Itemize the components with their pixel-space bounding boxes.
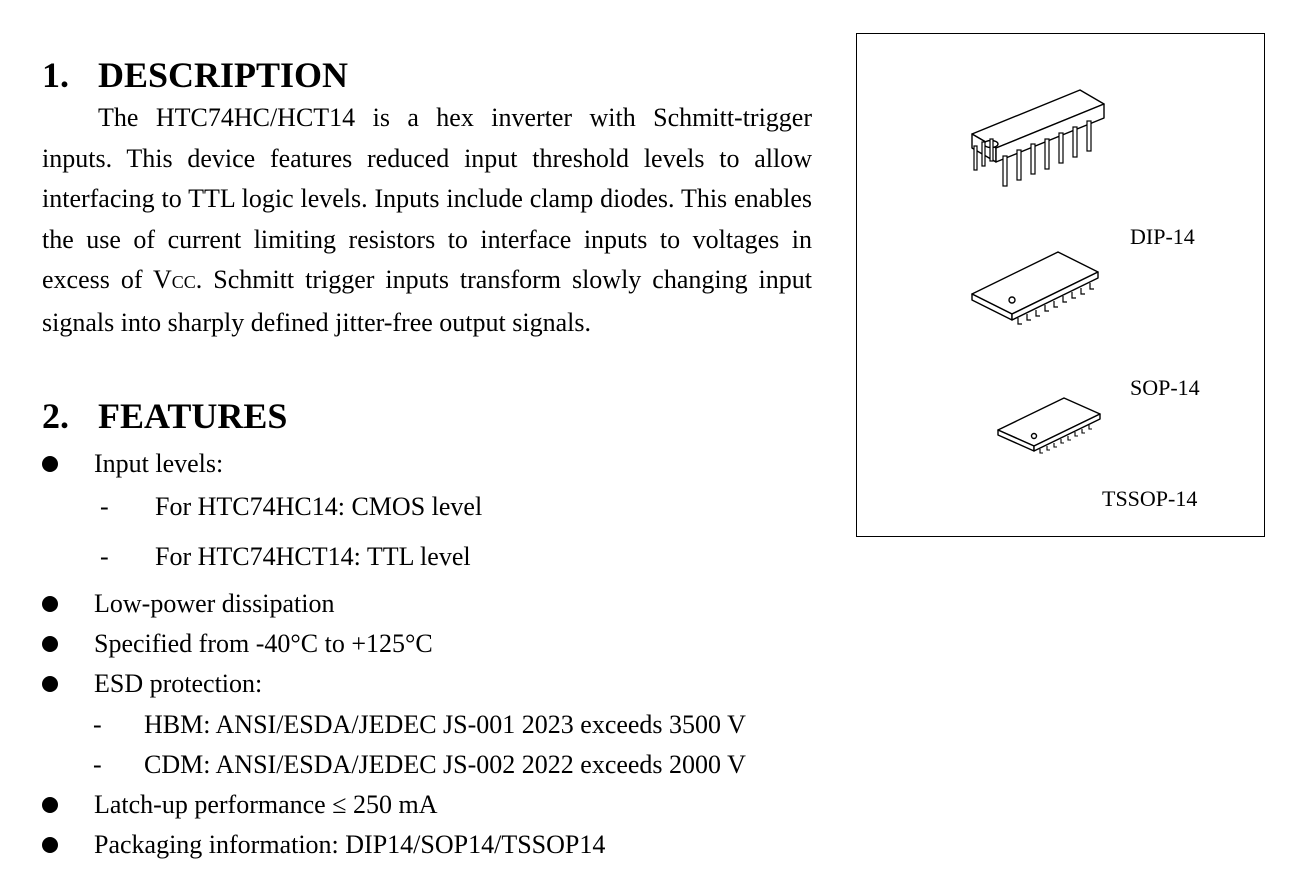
features-heading-number: 2. — [42, 396, 69, 436]
description-vcc-subscript: CC — [171, 272, 196, 292]
description-heading-number: 1. — [42, 55, 69, 95]
feature-input-levels: Input levels: — [94, 449, 224, 478]
feature-temperature: Specified from -40°C to +125°C — [94, 629, 433, 658]
bullet-icon — [42, 676, 58, 692]
bullet-icon — [42, 636, 58, 652]
dash-icon: - — [93, 750, 102, 779]
feature-packaging: Packaging information: DIP14/SOP14/TSSOP… — [94, 830, 606, 859]
sop14-package-icon — [971, 251, 1099, 325]
feature-input-hct: For HTC74HCT14: TTL level — [155, 542, 471, 571]
package-figure-box — [856, 33, 1265, 537]
feature-esd-cdm: CDM: ANSI/ESDA/JEDEC JS-002 2022 exceeds… — [144, 750, 746, 779]
feature-esd-hbm: HBM: ANSI/ESDA/JEDEC JS-001 2023 exceeds… — [144, 710, 746, 739]
features-heading: 2. FEATURES — [42, 396, 287, 436]
description-text-part2: . Schmitt trigger inputs transform slowl… — [42, 265, 812, 337]
feature-low-power: Low-power dissipation — [94, 589, 335, 618]
dip14-package-icon — [971, 89, 1105, 187]
sop14-label: SOP-14 — [1130, 375, 1200, 400]
description-heading-title: DESCRIPTION — [98, 55, 349, 95]
bullet-icon — [42, 596, 58, 612]
bullet-icon — [42, 837, 58, 853]
feature-latchup: Latch-up performance ≤ 250 mA — [94, 790, 438, 819]
description-text-part1: The HTC74HC/HCT14 is a hex inverter with… — [42, 103, 812, 294]
features-heading-title: FEATURES — [98, 396, 288, 436]
feature-esd: ESD protection: — [94, 669, 263, 698]
bullet-icon — [42, 797, 58, 813]
tssop14-package-icon — [997, 397, 1101, 454]
dip14-label: DIP-14 — [1130, 224, 1195, 249]
tssop14-label: TSSOP-14 — [1102, 486, 1198, 511]
dash-icon: - — [100, 542, 109, 571]
description-paragraph: The HTC74HC/HCT14 is a hex inverter with… — [42, 98, 812, 343]
bullet-icon — [42, 456, 58, 472]
feature-input-hc: For HTC74HC14: CMOS level — [155, 492, 483, 521]
dash-icon: - — [100, 492, 109, 521]
dash-icon: - — [93, 710, 102, 739]
description-heading: 1. DESCRIPTION — [42, 55, 348, 95]
